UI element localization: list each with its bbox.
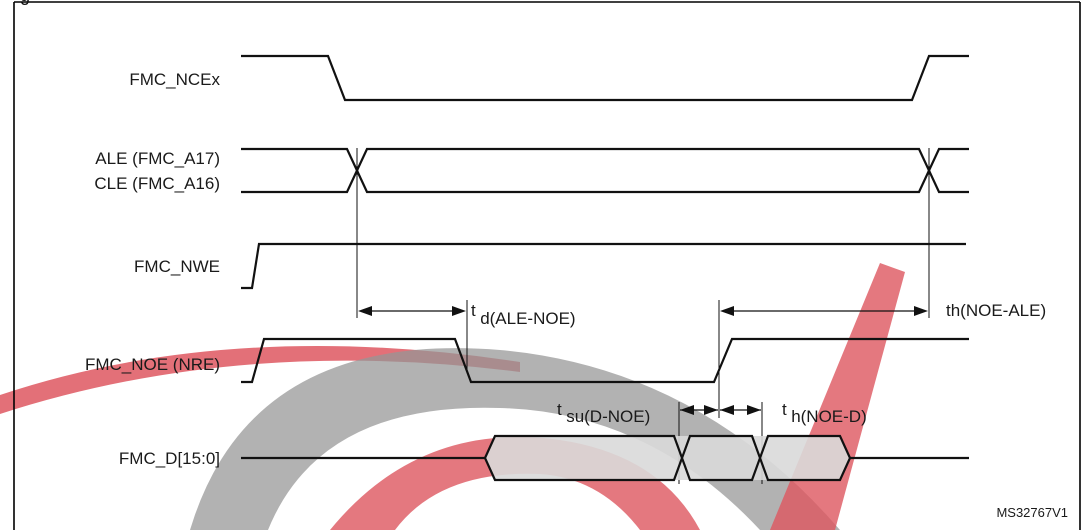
arrow-tsu-head-left — [680, 405, 694, 415]
arrow-td-head-right — [452, 306, 466, 316]
label-cle: CLE (FMC_A16) — [94, 174, 220, 193]
arrow-th-ale-head-right — [914, 306, 928, 316]
timing-labels: t d(ALE-NOE) th(NOE-ALE) t su(D-NOE) t h… — [471, 301, 1046, 426]
label-fmc-ncex: FMC_NCEx — [129, 70, 220, 89]
wave-fmc-noe — [241, 337, 969, 384]
wave-ale — [241, 147, 969, 194]
watermark-gray-arc — [190, 348, 840, 530]
waveforms — [241, 54, 969, 482]
watermark-red-swoosh — [0, 346, 520, 414]
watermark-red-right — [770, 263, 905, 530]
figure-id: MS32767V1 — [996, 505, 1068, 520]
label-th-d-main: t — [782, 400, 787, 419]
label-td-main: t — [471, 301, 476, 320]
label-tsu-main: t — [557, 400, 562, 419]
wave-fmc-nwe — [241, 242, 966, 290]
label-fmc-noe: FMC_NOE (NRE) — [85, 355, 220, 374]
label-tsu-d-noe: t su(D-NOE) — [557, 400, 650, 426]
wave-cle — [241, 147, 969, 194]
timing-arrows — [358, 306, 928, 415]
label-fmc-data: FMC_D[15:0] — [119, 449, 220, 468]
arrow-tsu-head-right — [704, 405, 718, 415]
arrow-th-d-head-right — [747, 405, 761, 415]
label-td-ale-noe: t d(ALE-NOE) — [471, 301, 576, 328]
wave-fmc-ncex — [241, 54, 969, 102]
wave-fmc-data-bus — [483, 434, 852, 482]
figure-heading: g — [20, 0, 30, 5]
watermark — [0, 263, 905, 530]
data-bus-shading — [485, 436, 850, 480]
arrow-td-head-left — [358, 306, 372, 316]
signal-labels: FMC_NCEx ALE (FMC_A17) CLE (FMC_A16) FMC… — [85, 70, 221, 468]
label-fmc-nwe: FMC_NWE — [134, 257, 220, 276]
label-th-d-sub: h(NOE-D) — [791, 407, 867, 426]
arrow-th-ale-head-left — [720, 306, 734, 316]
label-td-sub: d(ALE-NOE) — [480, 309, 575, 328]
label-ale: ALE (FMC_A17) — [95, 149, 220, 168]
label-th-noe-ale: th(NOE-ALE) — [946, 301, 1046, 320]
label-th-noe-d: t h(NOE-D) — [782, 400, 867, 426]
figure-frame — [13, 1, 1081, 530]
label-tsu-sub: su(D-NOE) — [566, 407, 650, 426]
arrow-th-d-head-left — [720, 405, 734, 415]
